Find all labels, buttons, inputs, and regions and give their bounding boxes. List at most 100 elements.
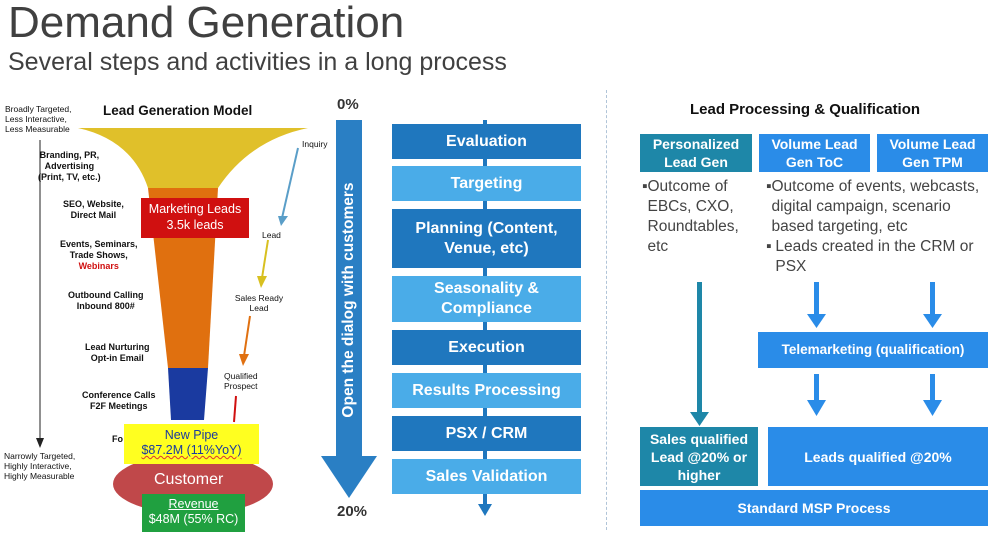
channel-seo: SEO, Website, Direct Mail (63, 199, 124, 221)
bullet-item: ▪ Leads created in the CRM or PSX (766, 237, 994, 277)
arrow-toc-head (807, 314, 826, 328)
bullet-item: ▪ Outcome of events, webcasts, digital c… (766, 177, 994, 237)
channel-line: (Print, TV, etc.) (38, 172, 101, 182)
dialog-bottom-pct: 20% (337, 503, 368, 520)
note-line: Highly Interactive, (4, 461, 72, 471)
arrow-tele-toc-head (807, 400, 826, 416)
bullet-dot: ▪ (642, 178, 648, 195)
lead-arrow-head (257, 276, 267, 288)
channel-calling: Outbound Calling Inbound 800# (68, 290, 144, 312)
new-pipe-label: New Pipe (164, 428, 219, 442)
arrow-personalized-shaft (697, 282, 702, 416)
col-personalized-header: Personalized Lead Gen (640, 134, 752, 172)
step-results-processing: Results Processing (392, 373, 581, 408)
inquiry-arrow (281, 147, 299, 219)
page-title: Demand Generation (8, 0, 405, 47)
page-subtitle: Several steps and activities in a long p… (8, 48, 507, 76)
steps-connector-head (478, 504, 492, 516)
bullet-item: ▪ Outcome of EBCs, CXO, Roundtables, etc (642, 177, 757, 257)
stage-qualified: Qualified Prospect (224, 371, 258, 391)
bullet-dot: ▪ (766, 178, 772, 195)
stage-inquiry: Inquiry (302, 139, 328, 149)
customer-label: Customer (154, 471, 224, 488)
funnel-band-navy (168, 368, 208, 420)
channel-line: Outbound Calling (68, 290, 144, 300)
revenue-value: $48M (55% RC) (148, 512, 239, 526)
note-line: Less Measurable (5, 124, 70, 134)
channel-line: F2F Meetings (90, 401, 148, 411)
new-pipe-box: New Pipe $87.2M (11%YoY) (124, 424, 259, 464)
step-psx-crm: PSX / CRM (392, 416, 581, 451)
channel-line: Events, Seminars, (60, 239, 138, 249)
funnel-band-yellow (78, 128, 308, 188)
bullet-text: Outcome of events, webcasts, digital cam… (771, 178, 980, 235)
telemarketing-box: Telemarketing (qualification) (758, 332, 988, 368)
arrow-personalized-head (690, 412, 709, 426)
bullets-volume: ▪ Outcome of events, webcasts, digital c… (766, 177, 994, 277)
sales-ready-arrow-head (239, 354, 249, 366)
arrow-toc-shaft (814, 282, 819, 318)
bullet-text: Outcome of EBCs, CXO, Roundtables, etc (647, 178, 739, 255)
arrow-tpm-shaft (930, 282, 935, 318)
bullet-text: Leads created in the CRM or PSX (775, 238, 974, 275)
channel-line: SEO, Website, (63, 199, 124, 209)
step-evaluation: Evaluation (392, 124, 581, 159)
col-volume-tpm-header: Volume Lead Gen TPM (877, 134, 988, 172)
marketing-leads-label: Marketing Leads (148, 202, 242, 216)
channel-line: Trade Shows, (69, 250, 128, 260)
channel-line: Opt-in Email (90, 353, 144, 363)
channel-conference: Conference Calls F2F Meetings (82, 390, 156, 412)
dialog-arrow-head (321, 456, 377, 498)
arrow-tele-toc-shaft (814, 374, 819, 404)
dialog-arrow-graphic (321, 120, 377, 498)
channel-line: Advertising (44, 161, 95, 171)
sales-ready-arrow (243, 315, 251, 357)
stage-lead: Lead (262, 230, 281, 240)
channel-line: Inbound 800# (76, 301, 135, 311)
fo-label: Fo (112, 434, 123, 444)
leads-qualified-box: Leads qualified @20% (768, 427, 988, 486)
note-line: Narrowly Targeted, (4, 451, 76, 461)
channel-nurturing: Lead Nurturing Opt-in Email (85, 342, 150, 364)
standard-msp-box: Standard MSP Process (640, 490, 988, 526)
note-line: Less Interactive, (5, 114, 67, 124)
dialog-label: Open the dialog with customers (340, 182, 357, 418)
funnel-title: Lead Generation Model (103, 103, 253, 118)
inquiry-arrow-head (278, 216, 288, 226)
channel-line: Branding, PR, (39, 150, 100, 160)
top-left-note: Broadly Targeted, Less Interactive, Less… (5, 104, 71, 134)
step-planning: Planning (Content, Venue, etc) (392, 209, 581, 268)
qualification-title: Lead Processing & Qualification (690, 101, 921, 118)
arrow-tele-tpm-shaft (930, 374, 935, 404)
bullets-personalized: ▪ Outcome of EBCs, CXO, Roundtables, etc (642, 177, 757, 257)
revenue-label: Revenue (168, 497, 219, 511)
qualified-arrow (233, 395, 237, 423)
col-volume-toc-header: Volume Lead Gen ToC (759, 134, 870, 172)
step-targeting: Targeting (392, 166, 581, 201)
qualification-arrows (690, 282, 942, 426)
marketing-leads-count: 3.5k leads (166, 218, 224, 232)
dialog-top-pct: 0% (337, 96, 359, 113)
channel-line: Conference Calls (82, 390, 156, 400)
channel-events: Events, Seminars, Trade Shows, Webinars (60, 239, 138, 272)
targeting-arrow-head (36, 438, 44, 448)
sales-qualified-box: Sales qualified Lead @20% or higher (640, 427, 758, 486)
note-line: Highly Measurable (4, 471, 75, 481)
new-pipe-value: $87.2M (11%YoY) (141, 443, 242, 457)
channel-line: Lead Nurturing (85, 342, 150, 352)
step-sales-validation: Sales Validation (392, 459, 581, 494)
step-seasonality: Seasonality & Compliance (392, 276, 581, 322)
arrow-tele-tpm-head (923, 400, 942, 416)
channel-highlight: Webinars (78, 261, 119, 271)
channel-branding: Branding, PR, Advertising (Print, TV, et… (38, 150, 101, 183)
section-divider (606, 90, 607, 530)
revenue-box: Revenue $48M (55% RC) (142, 494, 245, 532)
bottom-left-note: Narrowly Targeted, Highly Interactive, H… (4, 451, 75, 481)
channel-line: Direct Mail (70, 210, 117, 220)
arrow-tpm-head (923, 314, 942, 328)
lead-arrow (261, 239, 269, 279)
dialog-arrow-shaft (336, 120, 362, 460)
step-execution: Execution (392, 330, 581, 365)
bullet-dot: ▪ (766, 238, 772, 255)
stage-sales-ready: Sales Ready Lead (234, 293, 284, 313)
